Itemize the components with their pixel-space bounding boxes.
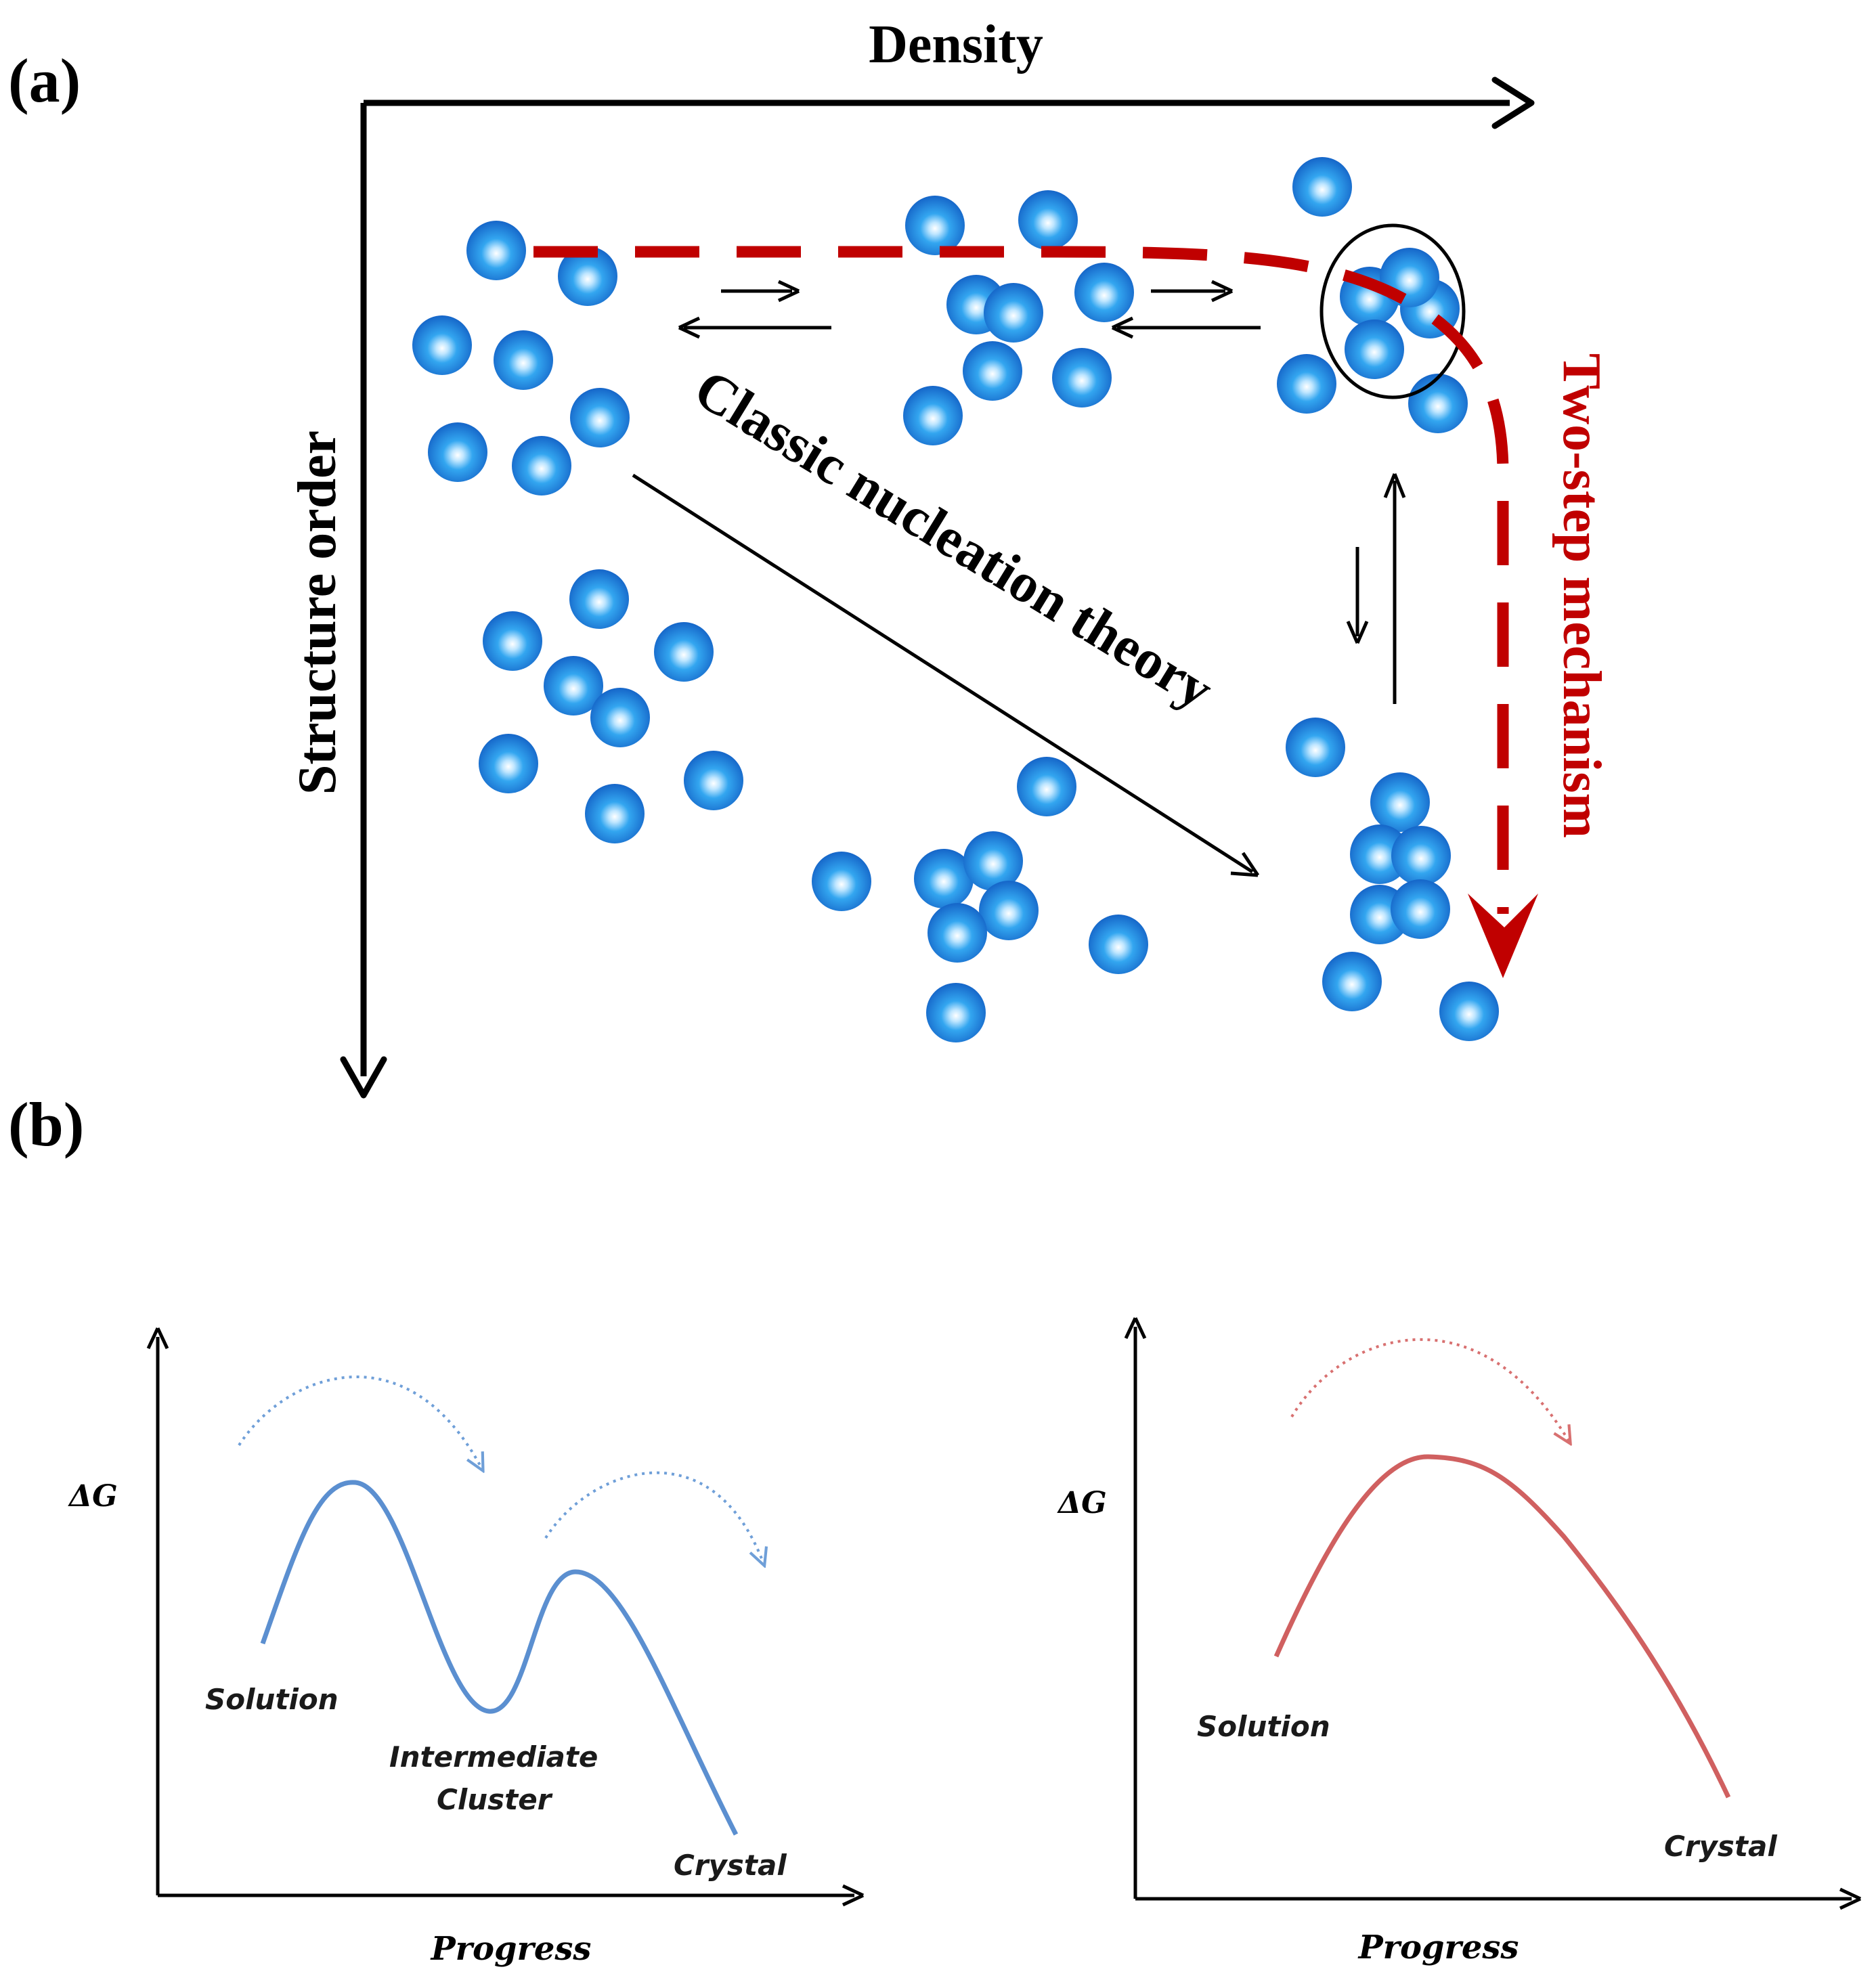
crystalline-embryo-particles: [812, 757, 1148, 1042]
particle: [1074, 263, 1134, 322]
particle: [1052, 348, 1112, 408]
particle: [585, 784, 645, 843]
left-intermediate-label: Intermediate: [389, 1740, 598, 1774]
particle: [1408, 374, 1468, 433]
particle: [1345, 320, 1404, 379]
particle: [1391, 826, 1451, 885]
particle: [1286, 718, 1345, 777]
left-progress-label: Progress: [430, 1930, 592, 1968]
dilute-liquid-particles: [412, 221, 630, 496]
particle: [1089, 915, 1148, 974]
structure-order-axis-label: Structure order: [288, 431, 347, 795]
right-delta-g-label: ΔG: [1057, 1486, 1107, 1520]
particle: [512, 436, 571, 496]
particle: [984, 283, 1043, 343]
particle: [590, 688, 650, 747]
two-step-path: [533, 246, 1509, 914]
particle: [494, 330, 553, 390]
right-energy-curve: [1273, 1454, 1731, 1799]
right-solution-label: Solution: [1197, 1710, 1330, 1743]
left-crystal-label: Crystal: [674, 1849, 787, 1882]
particle: [558, 246, 617, 306]
particle: [569, 569, 629, 629]
particle: [1370, 772, 1430, 832]
particle: [1292, 157, 1352, 217]
left-transition-arrow-1: [238, 1376, 482, 1469]
dense-liquid-particles: [903, 190, 1134, 445]
left-solution-label: Solution: [205, 1683, 339, 1716]
two-step-arrowhead: [1468, 894, 1538, 978]
particle: [979, 881, 1039, 940]
particle: [654, 622, 714, 682]
density-axis-label: Density: [869, 15, 1043, 74]
particle: [914, 849, 974, 908]
particle: [1277, 354, 1336, 414]
particle: [428, 422, 487, 482]
right-y-axis: [1124, 1317, 1147, 1899]
particle: [905, 196, 965, 255]
particle: [570, 388, 630, 447]
particle: [412, 315, 472, 375]
particle: [963, 831, 1023, 891]
equilibrium-arrows-left: [678, 280, 831, 339]
left-transition-arrow-2: [544, 1471, 764, 1564]
crystal-state-particles: [1286, 718, 1499, 1041]
density-axis: [364, 76, 1535, 129]
panel-b-label: (b): [8, 1090, 84, 1159]
panel-a-label: (a): [8, 46, 81, 115]
particle: [684, 751, 743, 810]
particle: [466, 221, 526, 280]
left-energy-graph: ΔG Progress Solution Intermediate Cluste…: [68, 1327, 865, 1968]
right-progress-label: Progress: [1357, 1929, 1519, 1966]
left-y-axis: [146, 1327, 169, 1895]
particle: [479, 734, 538, 793]
equilibrium-arrows-right: [1111, 280, 1261, 339]
right-energy-graph: ΔG Progress Solution Crystal: [1057, 1317, 1862, 1966]
left-energy-curve: [260, 1480, 739, 1836]
particle: [926, 983, 986, 1042]
left-cluster-label: Cluster: [437, 1783, 553, 1816]
particle: [1322, 952, 1382, 1011]
left-x-axis: [158, 1884, 865, 1907]
particle: [544, 656, 603, 716]
right-transition-arrow: [1290, 1338, 1569, 1442]
particle: [1391, 879, 1450, 939]
classic-nucleation-arrow: [632, 473, 1260, 877]
particle: [483, 611, 542, 671]
particle: [1380, 248, 1439, 307]
particle: [903, 386, 963, 445]
two-step-label: Two-step mechanism: [1552, 353, 1611, 838]
dilute-solution-low-particles: [479, 569, 743, 843]
cluster-outline: [1319, 223, 1466, 399]
particle: [1439, 982, 1499, 1041]
right-x-axis: [1135, 1887, 1862, 1910]
particle: [812, 852, 871, 911]
structure-order-axis: [340, 103, 387, 1099]
equilibrium-arrows-vertical: [1346, 473, 1406, 704]
right-crystal-label: Crystal: [1664, 1830, 1777, 1863]
ordered-cluster-state-particles: [1277, 157, 1468, 433]
particle: [1017, 757, 1076, 816]
particle: [963, 341, 1022, 401]
particle: [1018, 190, 1078, 250]
left-delta-g-label: ΔG: [68, 1479, 118, 1514]
particle: [928, 903, 987, 963]
particles: [412, 157, 1499, 1042]
